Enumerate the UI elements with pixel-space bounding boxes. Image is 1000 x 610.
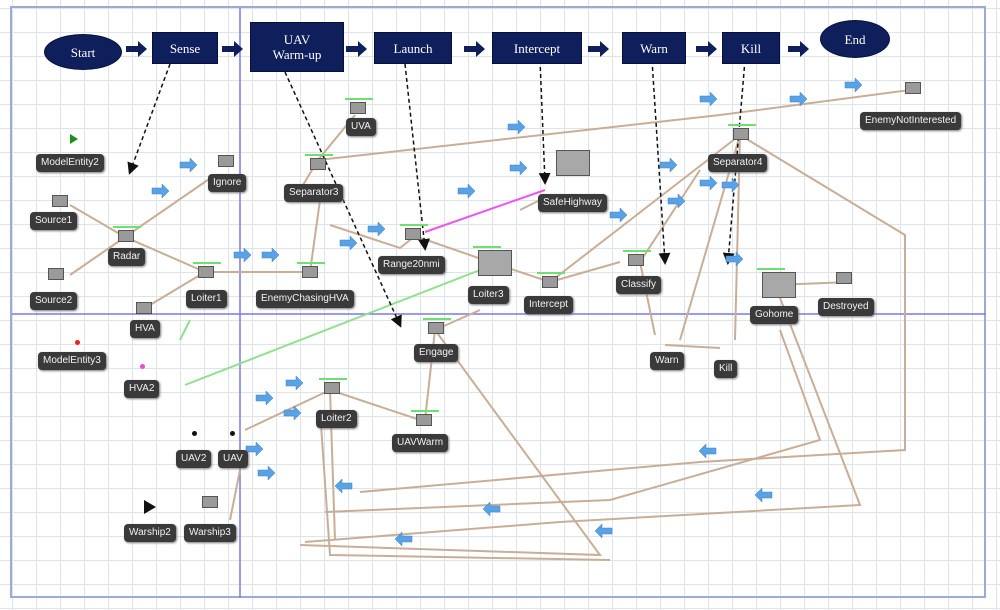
node-uva[interactable]: UVA (346, 118, 376, 136)
movement-arrows (151, 77, 863, 547)
node-hva2[interactable]: HVA2 (124, 380, 160, 398)
node-ignore[interactable]: Ignore (208, 174, 247, 192)
node-classify[interactable]: Classify (616, 276, 662, 294)
loiter2-server-icon (319, 378, 347, 394)
entity-dot-icon-3 (192, 431, 197, 436)
node-uav2[interactable]: UAV2 (176, 450, 212, 468)
flow-sense: Sense (152, 32, 218, 64)
safehighway-server-icon (556, 150, 590, 176)
node-safehighway[interactable]: SafeHighway (538, 194, 607, 212)
enemynotinterested-server-icon (905, 82, 921, 94)
node-modelentity2[interactable]: ModelEntity2 (36, 154, 104, 172)
node-range20nmi[interactable]: Range20nmi (378, 256, 445, 274)
node-loiter2[interactable]: Loiter2 (316, 410, 357, 428)
dashed-pointers (127, 59, 746, 328)
entity-dot-icon-2 (140, 364, 145, 369)
node-warship2[interactable]: Warship2 (124, 524, 176, 542)
green-connector-2 (179, 319, 191, 341)
connectors (69, 89, 911, 561)
flow-kill: Kill (722, 32, 780, 64)
separator3-server-icon (305, 154, 333, 170)
node-modelentity3[interactable]: ModelEntity3 (38, 352, 106, 370)
enemychasing-server-icon (297, 262, 325, 278)
flow-arrows (126, 41, 809, 57)
entity-arrow-icon (70, 134, 78, 144)
source1-server-icon (52, 195, 68, 207)
node-enemynotinterested[interactable]: EnemyNotInterested (860, 112, 962, 130)
node-uav[interactable]: UAV (218, 450, 248, 468)
entity-dot-icon-4 (230, 431, 235, 436)
loiter3-server-icon (473, 246, 512, 276)
destroyed-server-icon (836, 272, 852, 284)
node-source2[interactable]: Source2 (30, 292, 78, 310)
magenta-connector (424, 189, 546, 233)
separator4-server-icon (728, 124, 756, 140)
node-warship3[interactable]: Warship3 (184, 524, 236, 542)
flow-start: Start (44, 34, 122, 70)
uva-server-icon (345, 98, 373, 114)
classify-server-icon (623, 250, 651, 266)
radar-server-icon (113, 226, 141, 242)
node-enemychasinghva[interactable]: EnemyChasingHVA (256, 290, 354, 308)
diagram-frame (10, 6, 986, 598)
hva-server-icon (136, 302, 152, 314)
node-hva[interactable]: HVA (130, 320, 160, 338)
node-gohome[interactable]: Gohome (750, 306, 799, 324)
source2-server-icon (48, 268, 64, 280)
node-source1[interactable]: Source1 (30, 212, 78, 230)
node-intercept[interactable]: Intercept (524, 296, 573, 314)
node-separator3[interactable]: Separator3 (284, 184, 344, 202)
flow-uav-warmup: UAV Warm-up (250, 22, 344, 72)
node-loiter1[interactable]: Loiter1 (186, 290, 227, 308)
node-loiter3[interactable]: Loiter3 (468, 286, 509, 304)
loiter1-server-icon (193, 262, 221, 278)
intercept-server-icon (537, 272, 565, 288)
green-connector (184, 269, 481, 386)
range-server-icon (400, 224, 428, 240)
node-uavwarm[interactable]: UAVWarm (392, 434, 449, 452)
uavwarm-server-icon (411, 410, 439, 426)
node-warn[interactable]: Warn (650, 352, 684, 370)
warship3-server-icon (202, 496, 218, 508)
node-destroyed[interactable]: Destroyed (818, 298, 874, 316)
flow-launch: Launch (374, 32, 452, 64)
ignore-server-icon (218, 155, 234, 167)
engage-server-icon (423, 318, 451, 334)
flow-intercept: Intercept (492, 32, 582, 64)
flow-end: End (820, 20, 890, 58)
node-engage[interactable]: Engage (414, 344, 459, 362)
gohome-server-icon (757, 268, 796, 298)
warship-arrow-icon (144, 500, 156, 514)
node-kill[interactable]: Kill (714, 360, 738, 378)
node-radar[interactable]: Radar (108, 248, 146, 266)
node-separator4[interactable]: Separator4 (708, 154, 768, 172)
entity-dot-icon (75, 340, 80, 345)
flow-warn: Warn (622, 32, 686, 64)
